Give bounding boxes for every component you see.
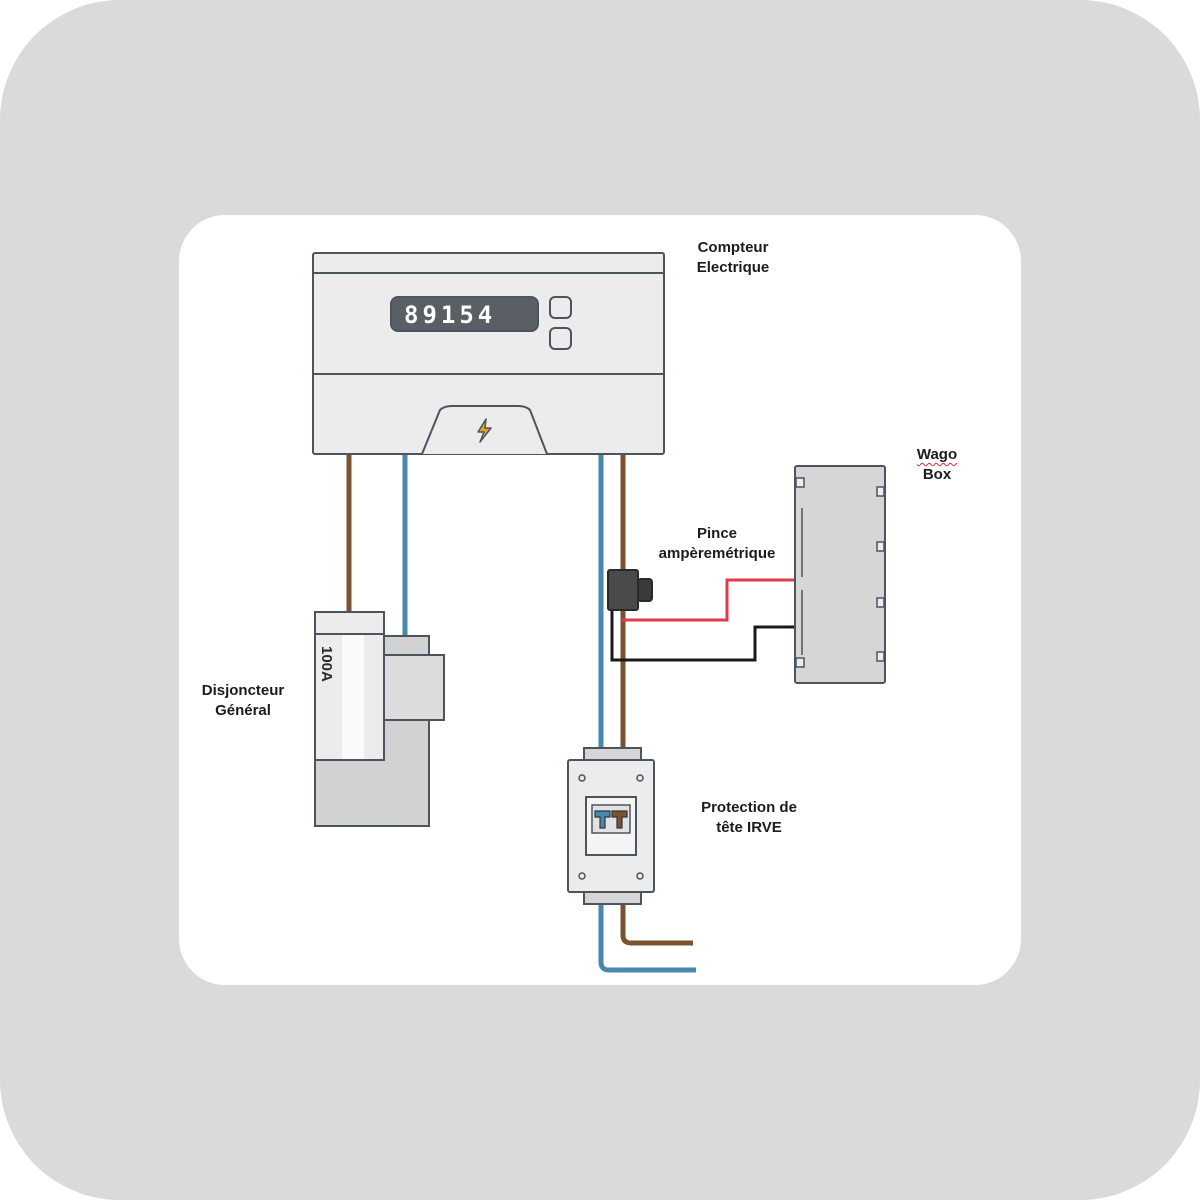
wire-blue-out xyxy=(598,895,696,973)
label-main-breaker-line1: Disjoncteur xyxy=(201,682,285,699)
label-wago: Wago Box xyxy=(906,445,968,485)
meter-button-top[interactable] xyxy=(549,296,572,319)
wire-black-clamp-to-wago xyxy=(610,608,795,662)
label-clamp-line2: ampèremétrique xyxy=(658,545,776,562)
main-breaker: 100A xyxy=(314,611,445,827)
irve-toggle-switch[interactable] xyxy=(594,810,628,829)
label-irve-line1: Protection de xyxy=(701,799,797,816)
label-wago-line2: Box xyxy=(922,466,952,483)
lightning-bolt-icon xyxy=(477,418,492,443)
wire-red-clamp-to-wago xyxy=(622,578,795,622)
label-irve-protection: Protection de tête IRVE xyxy=(690,798,808,838)
label-main-breaker: Disjoncteur Général xyxy=(192,681,294,721)
wago-box xyxy=(794,465,886,684)
current-clamp xyxy=(607,569,653,611)
meter-button-bottom[interactable] xyxy=(549,327,572,350)
meter-display: 89154 xyxy=(390,296,539,332)
wire-brown-out xyxy=(620,895,693,946)
label-meter: Compteur Electrique xyxy=(686,238,780,278)
label-meter-line1: Compteur xyxy=(697,239,769,256)
breaker-rating: 100A xyxy=(318,646,335,682)
label-irve-line2: tête IRVE xyxy=(716,819,782,836)
label-main-breaker-line2: Général xyxy=(215,702,271,719)
meter-display-value: 89154 xyxy=(404,301,496,329)
label-clamp-line1: Pince xyxy=(696,525,738,542)
label-meter-line2: Electrique xyxy=(696,259,770,276)
electric-meter: 89154 xyxy=(312,252,665,455)
label-wago-line1: Wago xyxy=(916,446,958,463)
irve-protection-device xyxy=(567,747,655,905)
label-clamp: Pince ampèremétrique xyxy=(648,524,786,564)
